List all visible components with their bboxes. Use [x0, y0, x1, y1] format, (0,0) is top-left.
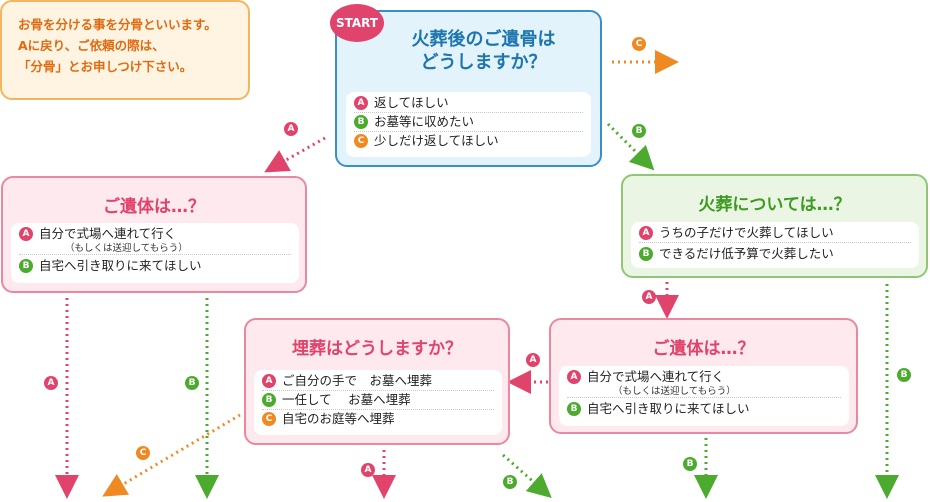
cremation-option-a[interactable]: A うちの子だけで火葬してほしい — [639, 224, 911, 243]
right-body-question-box: ご遺体は…？ A 自分で式場へ連れて行く （もしくは送迎してもらう） B 自宅へ引き取… — [549, 318, 858, 434]
badge-a-icon: A — [262, 374, 276, 388]
badge-c-icon: C — [262, 412, 276, 426]
start-title-line2: どうしますか？ — [420, 52, 547, 73]
start-title: 火葬後のご遺骨は どうしますか？ — [367, 28, 600, 74]
left-body-option-a[interactable]: A 自分で式場へ連れて行く （もしくは送迎してもらう） — [19, 225, 291, 255]
note-line2: Aに戻り、ご依頼の際は、 — [18, 38, 165, 53]
arrow-label-rightbody-b: B — [683, 457, 697, 471]
burial-option-c[interactable]: C 自宅のお庭等へ埋葬 — [262, 410, 494, 428]
arrow-burial-c — [102, 413, 241, 497]
arrow-label-left-a: A — [44, 376, 58, 390]
badge-b-icon: B — [567, 402, 581, 416]
burial-option-a-label: ご自分の手で お墓へ埋葬 — [282, 373, 433, 388]
badge-a-icon: A — [639, 226, 653, 240]
right-body-title: ご遺体は…？ — [652, 339, 755, 359]
arrow-label-rightbody-a: A — [526, 353, 540, 367]
badge-a-icon: A — [354, 96, 368, 110]
burial-option-a[interactable]: A ご自分の手で お墓へ埋葬 — [262, 372, 494, 391]
start-title-line1: 火葬後のご遺骨は — [411, 29, 556, 50]
badge-b-icon: B — [19, 259, 33, 273]
left-body-option-b-label: 自宅へ引き取りに来てほしい — [39, 258, 202, 273]
badge-a-icon: A — [19, 227, 33, 241]
burial-option-b-label: 一任して お墓へ埋葬 — [282, 392, 411, 407]
burial-title: 埋葬はどうしますか？ — [292, 339, 462, 359]
start-question-box: 火葬後のご遺骨は どうしますか？ A 返してほしい B お墓等に収めたい C 少しだけ… — [335, 10, 602, 167]
start-badge: START — [330, 4, 384, 42]
badge-b-icon: B — [639, 247, 653, 261]
badge-b-icon: B — [262, 393, 276, 407]
right-body-option-a-sub: （もしくは送迎してもらう） — [613, 386, 736, 397]
cremation-option-a-label: うちの子だけで火葬してほしい — [659, 225, 834, 240]
arrow-label-burial-c: C — [136, 446, 150, 460]
left-body-option-a-sub: （もしくは送迎してもらう） — [65, 243, 188, 254]
burial-option-c-label: 自宅のお庭等へ埋葬 — [282, 411, 395, 426]
start-option-a[interactable]: A 返してほしい — [354, 94, 583, 113]
arrow-label-start-a: A — [284, 122, 298, 136]
arrow-label-cremation-a: A — [642, 290, 656, 304]
badge-c-icon: C — [354, 134, 368, 148]
start-option-b[interactable]: B お墓等に収めたい — [354, 113, 583, 132]
left-body-options: A 自分で式場へ連れて行く （もしくは送迎してもらう） B 自宅へ引き取りに来てほしい — [11, 223, 299, 283]
arrow-label-burial-a: A — [361, 463, 375, 477]
start-option-c[interactable]: C 少しだけ返してほしい — [354, 132, 583, 150]
start-option-a-label: 返してほしい — [374, 95, 449, 110]
arrow-label-start-c: C — [632, 37, 646, 51]
burial-option-b[interactable]: B 一任して お墓へ埋葬 — [262, 391, 494, 410]
arrow-label-start-b: B — [632, 124, 646, 138]
right-body-option-b[interactable]: B 自宅へ引き取りに来てほしい — [567, 400, 841, 418]
note-line1: お骨を分ける事を分骨といいます。 — [18, 17, 217, 32]
start-option-c-label: 少しだけ返してほしい — [374, 133, 499, 148]
arrow-label-left-b: B — [185, 376, 199, 390]
right-body-option-b-label: 自宅へ引き取りに来てほしい — [587, 401, 750, 416]
cremation-question-box: 火葬については…？ A うちの子だけで火葬してほしい B できるだけ低予算で火葬した… — [621, 174, 928, 278]
badge-b-icon: B — [354, 115, 368, 129]
right-body-option-a[interactable]: A 自分で式場へ連れて行く （もしくは送迎してもらう） — [567, 368, 841, 398]
right-body-options: A 自分で式場へ連れて行く （もしくは送迎してもらう） B 自宅へ引き取りに来てほしい — [559, 366, 849, 426]
right-body-option-a-label: 自分で式場へ連れて行く — [587, 369, 725, 384]
left-body-option-b[interactable]: B 自宅へ引き取りに来てほしい — [19, 257, 291, 275]
start-option-b-label: お墓等に収めたい — [374, 114, 475, 129]
arrow-label-burial-b: B — [503, 475, 517, 489]
burial-question-box: 埋葬はどうしますか？ A ご自分の手で お墓へ埋葬 B 一任して お墓へ埋葬 C 自宅… — [244, 318, 510, 445]
note-line3: 「分骨」とお申しつけ下さい。 — [18, 59, 193, 74]
bunkotsu-note-box: お骨を分ける事を分骨といいます。 Aに戻り、ご依頼の際は、 「分骨」とお申しつけ… — [0, 0, 250, 100]
cremation-options: A うちの子だけで火葬してほしい B できるだけ低予算で火葬したい — [631, 222, 919, 268]
start-options: A 返してほしい B お墓等に収めたい C 少しだけ返してほしい — [346, 92, 591, 157]
arrow-label-cremation-b: B — [897, 368, 911, 382]
left-body-option-a-label: 自分で式場へ連れて行く — [39, 226, 177, 241]
cremation-option-b[interactable]: B できるだけ低予算で火葬したい — [639, 245, 911, 263]
left-body-question-box: ご遺体は…？ A 自分で式場へ連れて行く （もしくは送迎してもらう） B 自宅へ引き取… — [1, 176, 307, 293]
burial-options: A ご自分の手で お墓へ埋葬 B 一任して お墓へ埋葬 C 自宅のお庭等へ埋葬 — [254, 370, 502, 435]
arrow-start-a — [264, 136, 326, 173]
left-body-title: ご遺体は…？ — [103, 197, 205, 217]
note-text: お骨を分ける事を分骨といいます。 Aに戻り、ご依頼の際は、 「分骨」とお申しつけ… — [18, 14, 217, 77]
cremation-option-b-label: できるだけ低予算で火葬したい — [659, 246, 834, 261]
badge-a-icon: A — [567, 370, 581, 384]
cremation-title: 火葬については…？ — [698, 195, 851, 215]
